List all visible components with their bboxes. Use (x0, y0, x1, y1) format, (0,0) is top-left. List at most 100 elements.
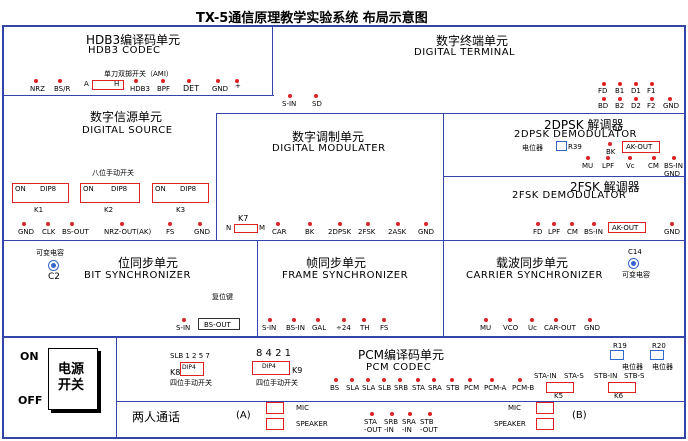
mic-jack-b[interactable] (536, 402, 554, 414)
divider (443, 176, 686, 177)
pin-b1[interactable] (618, 82, 622, 86)
pin-uc[interactable] (530, 318, 534, 322)
pin-stb[interactable] (450, 378, 454, 382)
pin-clk[interactable] (46, 222, 50, 226)
pin-stb-out[interactable] (428, 412, 432, 416)
pin-hdb3[interactable] (134, 79, 138, 83)
pin-pcma[interactable] (490, 378, 494, 382)
pin-sd[interactable] (314, 94, 318, 98)
dip-switch-k8[interactable] (180, 362, 204, 376)
pin-bsin[interactable] (292, 318, 296, 322)
pin-car[interactable] (276, 222, 280, 226)
pin-gnd[interactable] (216, 79, 220, 83)
divider (2, 240, 686, 241)
pin-bk[interactable] (608, 142, 612, 146)
pin-pcm[interactable] (468, 378, 472, 382)
pin-sla[interactable] (350, 378, 354, 382)
pin-bd[interactable] (602, 97, 606, 101)
c14-capacitor[interactable] (628, 258, 639, 269)
pin-slb[interactable] (382, 378, 386, 382)
pin-pcmb[interactable] (518, 378, 522, 382)
pin-vc[interactable] (628, 156, 632, 160)
pin-gnd[interactable] (670, 222, 674, 226)
fsk-akout-switch[interactable] (608, 222, 646, 233)
pin-carout[interactable] (554, 318, 558, 322)
pin-2fsk[interactable] (366, 222, 370, 226)
akout-switch[interactable] (622, 141, 660, 153)
pin-sra[interactable] (432, 378, 436, 382)
r39-pot[interactable] (556, 141, 567, 151)
speaker-jack-a[interactable] (266, 418, 284, 430)
pin-bs[interactable] (334, 378, 338, 382)
mic-jack-a[interactable] (266, 402, 284, 414)
pin-2dpsk[interactable] (338, 222, 342, 226)
pin-bsr[interactable] (58, 79, 62, 83)
k7-switch[interactable] (234, 224, 258, 233)
pin-f2[interactable] (650, 97, 654, 101)
pin-sta-out[interactable] (370, 412, 374, 416)
dip-model: DIP8 (180, 185, 197, 193)
pin-gnd[interactable] (198, 222, 202, 226)
divider (2, 336, 686, 338)
pin-label: MU (480, 324, 492, 332)
pin-bsin[interactable] (592, 222, 596, 226)
pin-label: CM (648, 162, 659, 170)
pin-cm[interactable] (652, 156, 656, 160)
speaker-jack-b[interactable] (536, 418, 554, 430)
pin-b2[interactable] (618, 97, 622, 101)
pin-f1[interactable] (650, 82, 654, 86)
pin-2ask[interactable] (396, 222, 400, 226)
pin-nrzout[interactable] (120, 222, 124, 226)
dip-switch-k3[interactable] (152, 183, 209, 203)
k6-switch[interactable] (608, 382, 636, 393)
pin-bpf[interactable] (161, 79, 165, 83)
power-switch[interactable] (48, 348, 98, 410)
pin-bsin[interactable] (672, 156, 676, 160)
pin-mu[interactable] (484, 318, 488, 322)
dip-switch-k2[interactable] (80, 183, 140, 203)
pin-vco[interactable] (508, 318, 512, 322)
pin-gal[interactable] (316, 318, 320, 322)
r19-pot[interactable] (610, 350, 624, 360)
dip-switch-k9[interactable] (252, 361, 290, 375)
pin-bsout[interactable] (70, 222, 74, 226)
r20-pot[interactable] (650, 350, 664, 360)
pin-plus[interactable] (235, 79, 239, 83)
reset-key[interactable] (198, 318, 240, 330)
pin-label: GAL (312, 324, 327, 332)
hdb3-switch[interactable] (92, 80, 124, 90)
pin-d1[interactable] (634, 82, 638, 86)
pin-gnd[interactable] (668, 97, 672, 101)
dip-switch-k1[interactable] (12, 183, 69, 203)
pin-sin[interactable] (288, 94, 292, 98)
pin-div24[interactable] (342, 318, 346, 322)
pin-det[interactable] (187, 79, 191, 83)
pin-gnd[interactable] (588, 318, 592, 322)
talk-b-label: (B) (572, 410, 587, 421)
c2-capacitor[interactable] (48, 260, 59, 271)
dip-on: ON (83, 185, 94, 193)
pin-lpf[interactable] (606, 156, 610, 160)
pin-sin[interactable] (182, 318, 186, 322)
framesync-title: 帧同步单元 (306, 256, 367, 270)
pin-gnd[interactable] (22, 222, 26, 226)
pin-th[interactable] (362, 318, 366, 322)
pin-sta[interactable] (416, 378, 420, 382)
k5-switch[interactable] (546, 382, 574, 393)
pin-d2[interactable] (634, 97, 638, 101)
pin-bk[interactable] (308, 222, 312, 226)
pin-mu[interactable] (586, 156, 590, 160)
pin-sin[interactable] (268, 318, 272, 322)
pin-sla2[interactable] (366, 378, 370, 382)
pin-cm[interactable] (570, 222, 574, 226)
pin-sra-in[interactable] (408, 412, 412, 416)
pin-nrz[interactable] (34, 79, 38, 83)
pin-fd[interactable] (536, 222, 540, 226)
pin-srb[interactable] (398, 378, 402, 382)
pin-srb-in[interactable] (390, 412, 394, 416)
pin-fd[interactable] (602, 82, 606, 86)
pin-fs[interactable] (168, 222, 172, 226)
pin-gnd[interactable] (424, 222, 428, 226)
pin-fs[interactable] (382, 318, 386, 322)
pin-lpf[interactable] (552, 222, 556, 226)
